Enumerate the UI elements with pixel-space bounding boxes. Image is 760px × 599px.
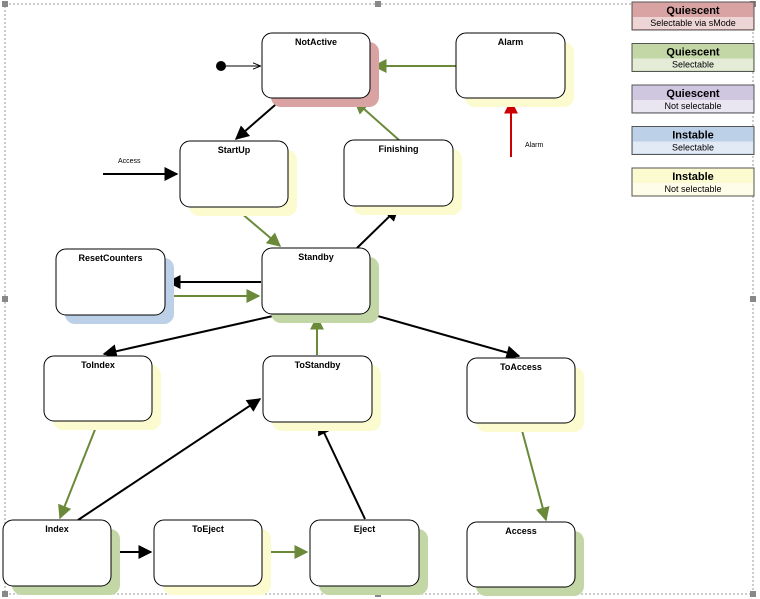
state-finishing-box[interactable] — [343, 139, 454, 207]
state-index-box[interactable] — [2, 519, 112, 587]
state-toaccess[interactable]: ToAccess — [466, 357, 584, 432]
state-tostandby[interactable]: ToStandby — [262, 355, 381, 431]
state-toeject-label: ToEject — [192, 524, 224, 534]
legend-subtitle-band — [633, 17, 753, 29]
state-toindex[interactable]: ToIndex — [43, 355, 161, 430]
state-eject[interactable]: Eject — [309, 519, 428, 595]
state-standby-box[interactable] — [261, 247, 371, 315]
legend-subtitle: Not selectable — [664, 184, 721, 194]
edge-eject-to-tostandby[interactable] — [318, 420, 366, 520]
state-startup[interactable]: StartUp — [179, 140, 297, 216]
legend-subtitle-band — [633, 58, 753, 71]
state-startup-box[interactable] — [179, 140, 289, 208]
state-tostandby-box[interactable] — [262, 355, 373, 423]
legend-title: Instable — [672, 171, 714, 183]
state-access[interactable]: Access — [466, 521, 584, 596]
selection-handle-mr[interactable] — [750, 296, 756, 302]
selection-handle-tl[interactable] — [2, 1, 8, 7]
state-finishing[interactable]: Finishing — [343, 139, 462, 215]
legend-subtitle-band — [633, 183, 753, 195]
state-toeject-box[interactable] — [153, 519, 263, 587]
state-index-label: Index — [45, 524, 69, 534]
state-startup-label: StartUp — [218, 145, 251, 155]
selection-handle-br[interactable] — [750, 591, 756, 597]
legend-subtitle: Not selectable — [664, 101, 721, 111]
legend-title: Quiescent — [666, 5, 720, 17]
selection-handle-bl[interactable] — [2, 591, 8, 597]
legend-title: Quiescent — [666, 88, 720, 100]
legend-title: Quiescent — [666, 47, 720, 59]
state-alarm-box[interactable] — [455, 32, 566, 99]
legend-title: Instable — [672, 130, 714, 142]
edge-toaccess-to-access[interactable] — [519, 422, 550, 522]
state-standby-label: Standby — [298, 252, 334, 262]
state-access-box[interactable] — [466, 521, 576, 588]
state-notactive-box[interactable] — [261, 32, 371, 99]
state-toaccess-box[interactable] — [466, 357, 576, 424]
state-eject-box[interactable] — [309, 519, 420, 587]
edge-standby-to-toindex[interactable] — [102, 315, 274, 359]
state-eject-label: Eject — [354, 524, 376, 534]
state-toaccess-label: ToAccess — [500, 362, 542, 372]
state-notactive-label: NotActive — [295, 37, 337, 47]
state-access-label: Access — [505, 526, 537, 536]
legend-subtitle: Selectable via sMode — [650, 18, 736, 28]
state-resetcounters-label: ResetCounters — [78, 253, 142, 263]
state-toeject[interactable]: ToEject — [153, 519, 271, 595]
state-resetcounters[interactable]: ResetCounters — [55, 248, 174, 324]
edge-finishing-to-notactive[interactable] — [353, 100, 400, 141]
state-resetcounters-box[interactable] — [55, 248, 166, 316]
state-alarm-label: Alarm — [498, 37, 524, 47]
state-tostandby-label: ToStandby — [295, 360, 341, 370]
edge-label-alarm: Alarm — [525, 142, 543, 149]
edge-label-access: Access — [118, 158, 141, 165]
state-finishing-label: Finishing — [379, 144, 419, 154]
state-notactive[interactable]: NotActive — [261, 32, 379, 107]
edge-index-to-tostandby[interactable] — [77, 398, 262, 521]
state-toindex-box[interactable] — [43, 355, 153, 422]
edge-notactive-to-startup[interactable] — [234, 98, 283, 140]
legend-subtitle-band — [633, 141, 753, 154]
edge-standby-to-toaccess[interactable] — [366, 312, 521, 360]
transitions: Alarm Access — [58, 59, 550, 559]
edge-toindex-to-index[interactable] — [58, 421, 99, 520]
legend-subtitle-band — [633, 100, 753, 112]
selection-handle-ml[interactable] — [2, 296, 8, 302]
state-toindex-label: ToIndex — [81, 360, 115, 370]
selection-handle-tc[interactable] — [375, 1, 381, 7]
state-index[interactable]: Index — [2, 519, 120, 595]
state-alarm[interactable]: Alarm — [455, 32, 574, 107]
legend-subtitle: Selectable — [672, 60, 714, 70]
state-standby[interactable]: Standby — [261, 247, 379, 323]
initial-state-dot — [216, 61, 226, 71]
legend-subtitle: Selectable — [672, 143, 714, 153]
